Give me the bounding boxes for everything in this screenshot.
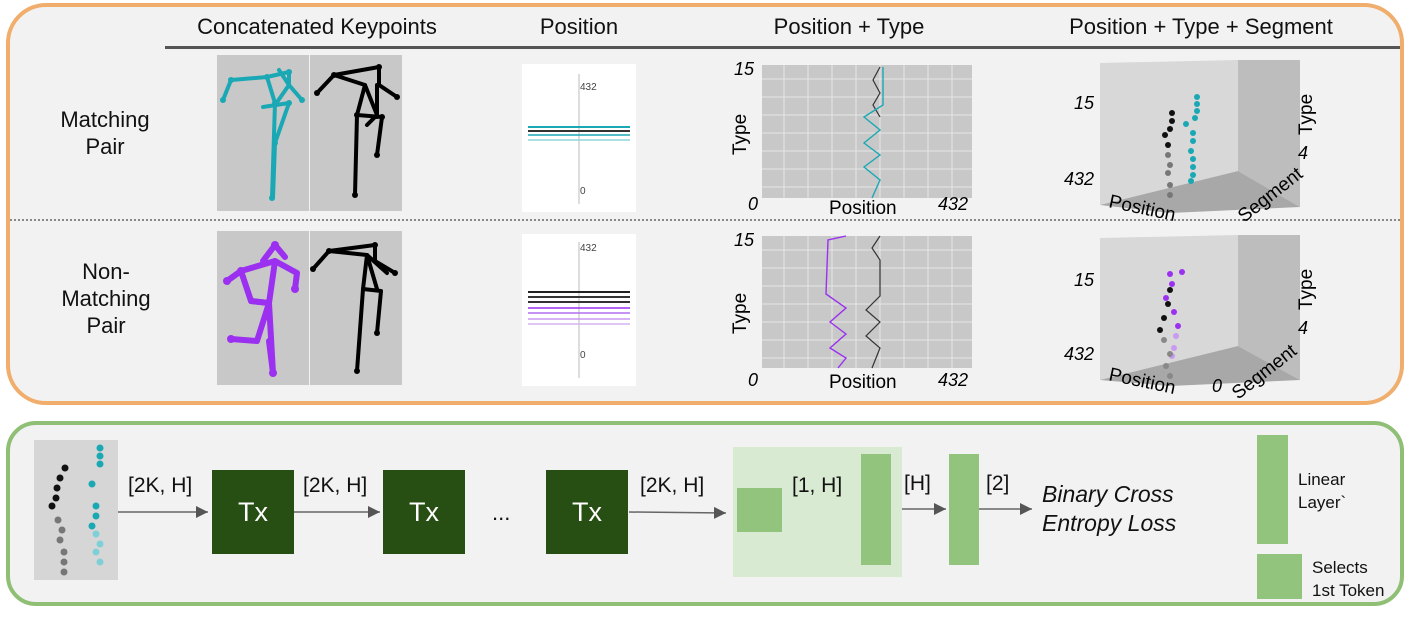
legend-linear-layer-swatch: [1257, 435, 1288, 544]
linear-layer-block-1: [861, 454, 891, 565]
select-first-token-block: [737, 488, 782, 532]
type-axis-label: Type: [730, 114, 751, 155]
ellipsis: ...: [492, 500, 511, 525]
type-label: Type: [1296, 269, 1317, 310]
position-axis-start-label: 0: [748, 370, 758, 390]
position-plot-non-matching: 432 0: [522, 234, 636, 386]
skeleton-non-matching-image: [217, 231, 402, 385]
position-axis-bottom-label: 0: [580, 186, 586, 197]
position-axis-label: Position: [829, 198, 897, 219]
position-type-plot-matching: 15 Type 0 Position 432: [730, 59, 972, 219]
header-position: Position: [539, 14, 619, 39]
header-position-type-segment: Position + Type + Segment: [1069, 14, 1333, 39]
position-type-segment-plot-non-matching: 15 432 Position Type 4 0 Segment: [1064, 235, 1317, 404]
position-bottom-label: 432: [1064, 344, 1094, 364]
type-top-label: 15: [1074, 270, 1095, 290]
dimension-label-first-token: [1, H]: [792, 474, 843, 497]
position-axis-end-label: 432: [938, 194, 968, 214]
type-label: Type: [1296, 94, 1317, 135]
type-axis-top-label: 15: [734, 230, 755, 250]
dimension-label-hidden: [H]: [904, 472, 931, 495]
position-axis-top-label: 432: [580, 82, 597, 93]
type-axis-top-label: 15: [734, 59, 755, 79]
position-plot-matching: 432 0: [522, 64, 636, 212]
position-type-segment-plot-matching: 15 432 Position Type 4 Segment: [1064, 60, 1317, 223]
header-concatenated-keypoints: Concatenated Keypoints: [197, 14, 437, 39]
position-type-plot-non-matching: 15 Type 0 Position 432: [730, 230, 972, 393]
position-axis-bottom-label: 0: [580, 350, 586, 361]
linear-layer-block-2: [949, 454, 979, 565]
type-low-label: 4: [1298, 318, 1308, 338]
transformer-block-1: Tx: [212, 470, 294, 554]
transformer-block-2: Tx: [383, 470, 465, 554]
position-axis-label: Position: [829, 372, 897, 393]
position-bottom-label: 432: [1064, 169, 1094, 189]
transformer-block-n: Tx: [546, 470, 628, 554]
legend-select-token-swatch: [1257, 554, 1302, 599]
header-rule: [165, 46, 1400, 49]
row-divider: [10, 219, 1400, 221]
header-position-type: Position + Type: [773, 14, 925, 39]
position-axis-top-label: 432: [580, 243, 597, 254]
input-token-image: [34, 440, 118, 580]
type-axis-label: Type: [730, 293, 751, 334]
position-axis-start-label: 0: [748, 194, 758, 214]
dimension-label-output: [2]: [986, 472, 1010, 495]
dimension-label-input: [2K, H]: [128, 474, 193, 497]
position-axis-end-label: 432: [938, 370, 968, 390]
dimension-label-txn: [2K, H]: [640, 474, 705, 497]
type-top-label: 15: [1074, 93, 1095, 113]
skeleton-matching-image: [217, 55, 402, 211]
segment-zero-label: 0: [1212, 376, 1222, 396]
type-low-label: 4: [1298, 143, 1308, 163]
dimension-label-tx1: [2K, H]: [303, 474, 368, 497]
